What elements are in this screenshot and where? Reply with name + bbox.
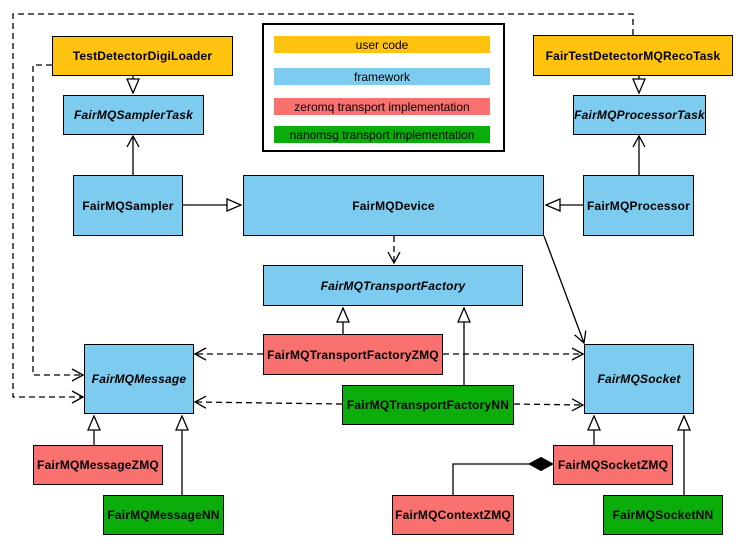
edge-association-FairMQDevice-FairMQSocket [543,235,584,343]
node-FairMQMessageZMQ: FairMQMessageZMQ [33,445,163,485]
node-TestDetectorDigiLoader: TestDetectorDigiLoader [52,36,233,76]
edge-dependency-FairMQTransportFactoryNN-FairMQMessage [195,402,343,404]
node-FairTestDetectorMQRecoTask: FairTestDetectorMQRecoTask [533,35,733,76]
legend-label: zeromq transport implementation [294,99,470,114]
edge-dependency-FairMQTransportFactoryNN-FairMQSocket [513,404,583,405]
node-FairMQDevice: FairMQDevice [243,175,544,236]
node-FairMQTransportFactoryNN: FairMQTransportFactoryNN [342,385,514,425]
legend: user code framework zeromq transport imp… [262,23,505,152]
legend-item-nanomsg: nanomsg transport implementation [274,126,490,143]
legend-item-framework: framework [274,68,490,85]
node-FairMQProcessor: FairMQProcessor [583,175,694,236]
node-FairMQMessageNN: FairMQMessageNN [103,495,224,535]
legend-label: user code [355,37,409,52]
node-FairMQTransportFactory: FairMQTransportFactory [263,265,523,306]
node-FairMQTransportFactoryZMQ: FairMQTransportFactoryZMQ [263,334,443,375]
legend-label: nanomsg transport implementation [289,127,475,142]
edge-composition-FairMQContextZMQ-FairMQSocketZMQ [452,463,529,495]
node-FairMQSocketZMQ: FairMQSocketZMQ [553,445,673,485]
composition-diamond-icon [527,456,555,472]
node-FairMQSocketNN: FairMQSocketNN [603,495,723,535]
node-FairMQProcessorTask: FairMQProcessorTask [573,95,706,135]
legend-label: framework [353,69,410,84]
node-FairMQContextZMQ: FairMQContextZMQ [392,495,514,535]
node-FairMQMessage: FairMQMessage [84,344,194,414]
legend-item-user-code: user code [274,36,490,53]
node-FairMQSamplerTask: FairMQSamplerTask [63,95,204,135]
legend-item-zeromq: zeromq transport implementation [274,98,490,115]
node-FairMQSocket: FairMQSocket [584,344,694,414]
node-FairMQSampler: FairMQSampler [73,175,183,236]
